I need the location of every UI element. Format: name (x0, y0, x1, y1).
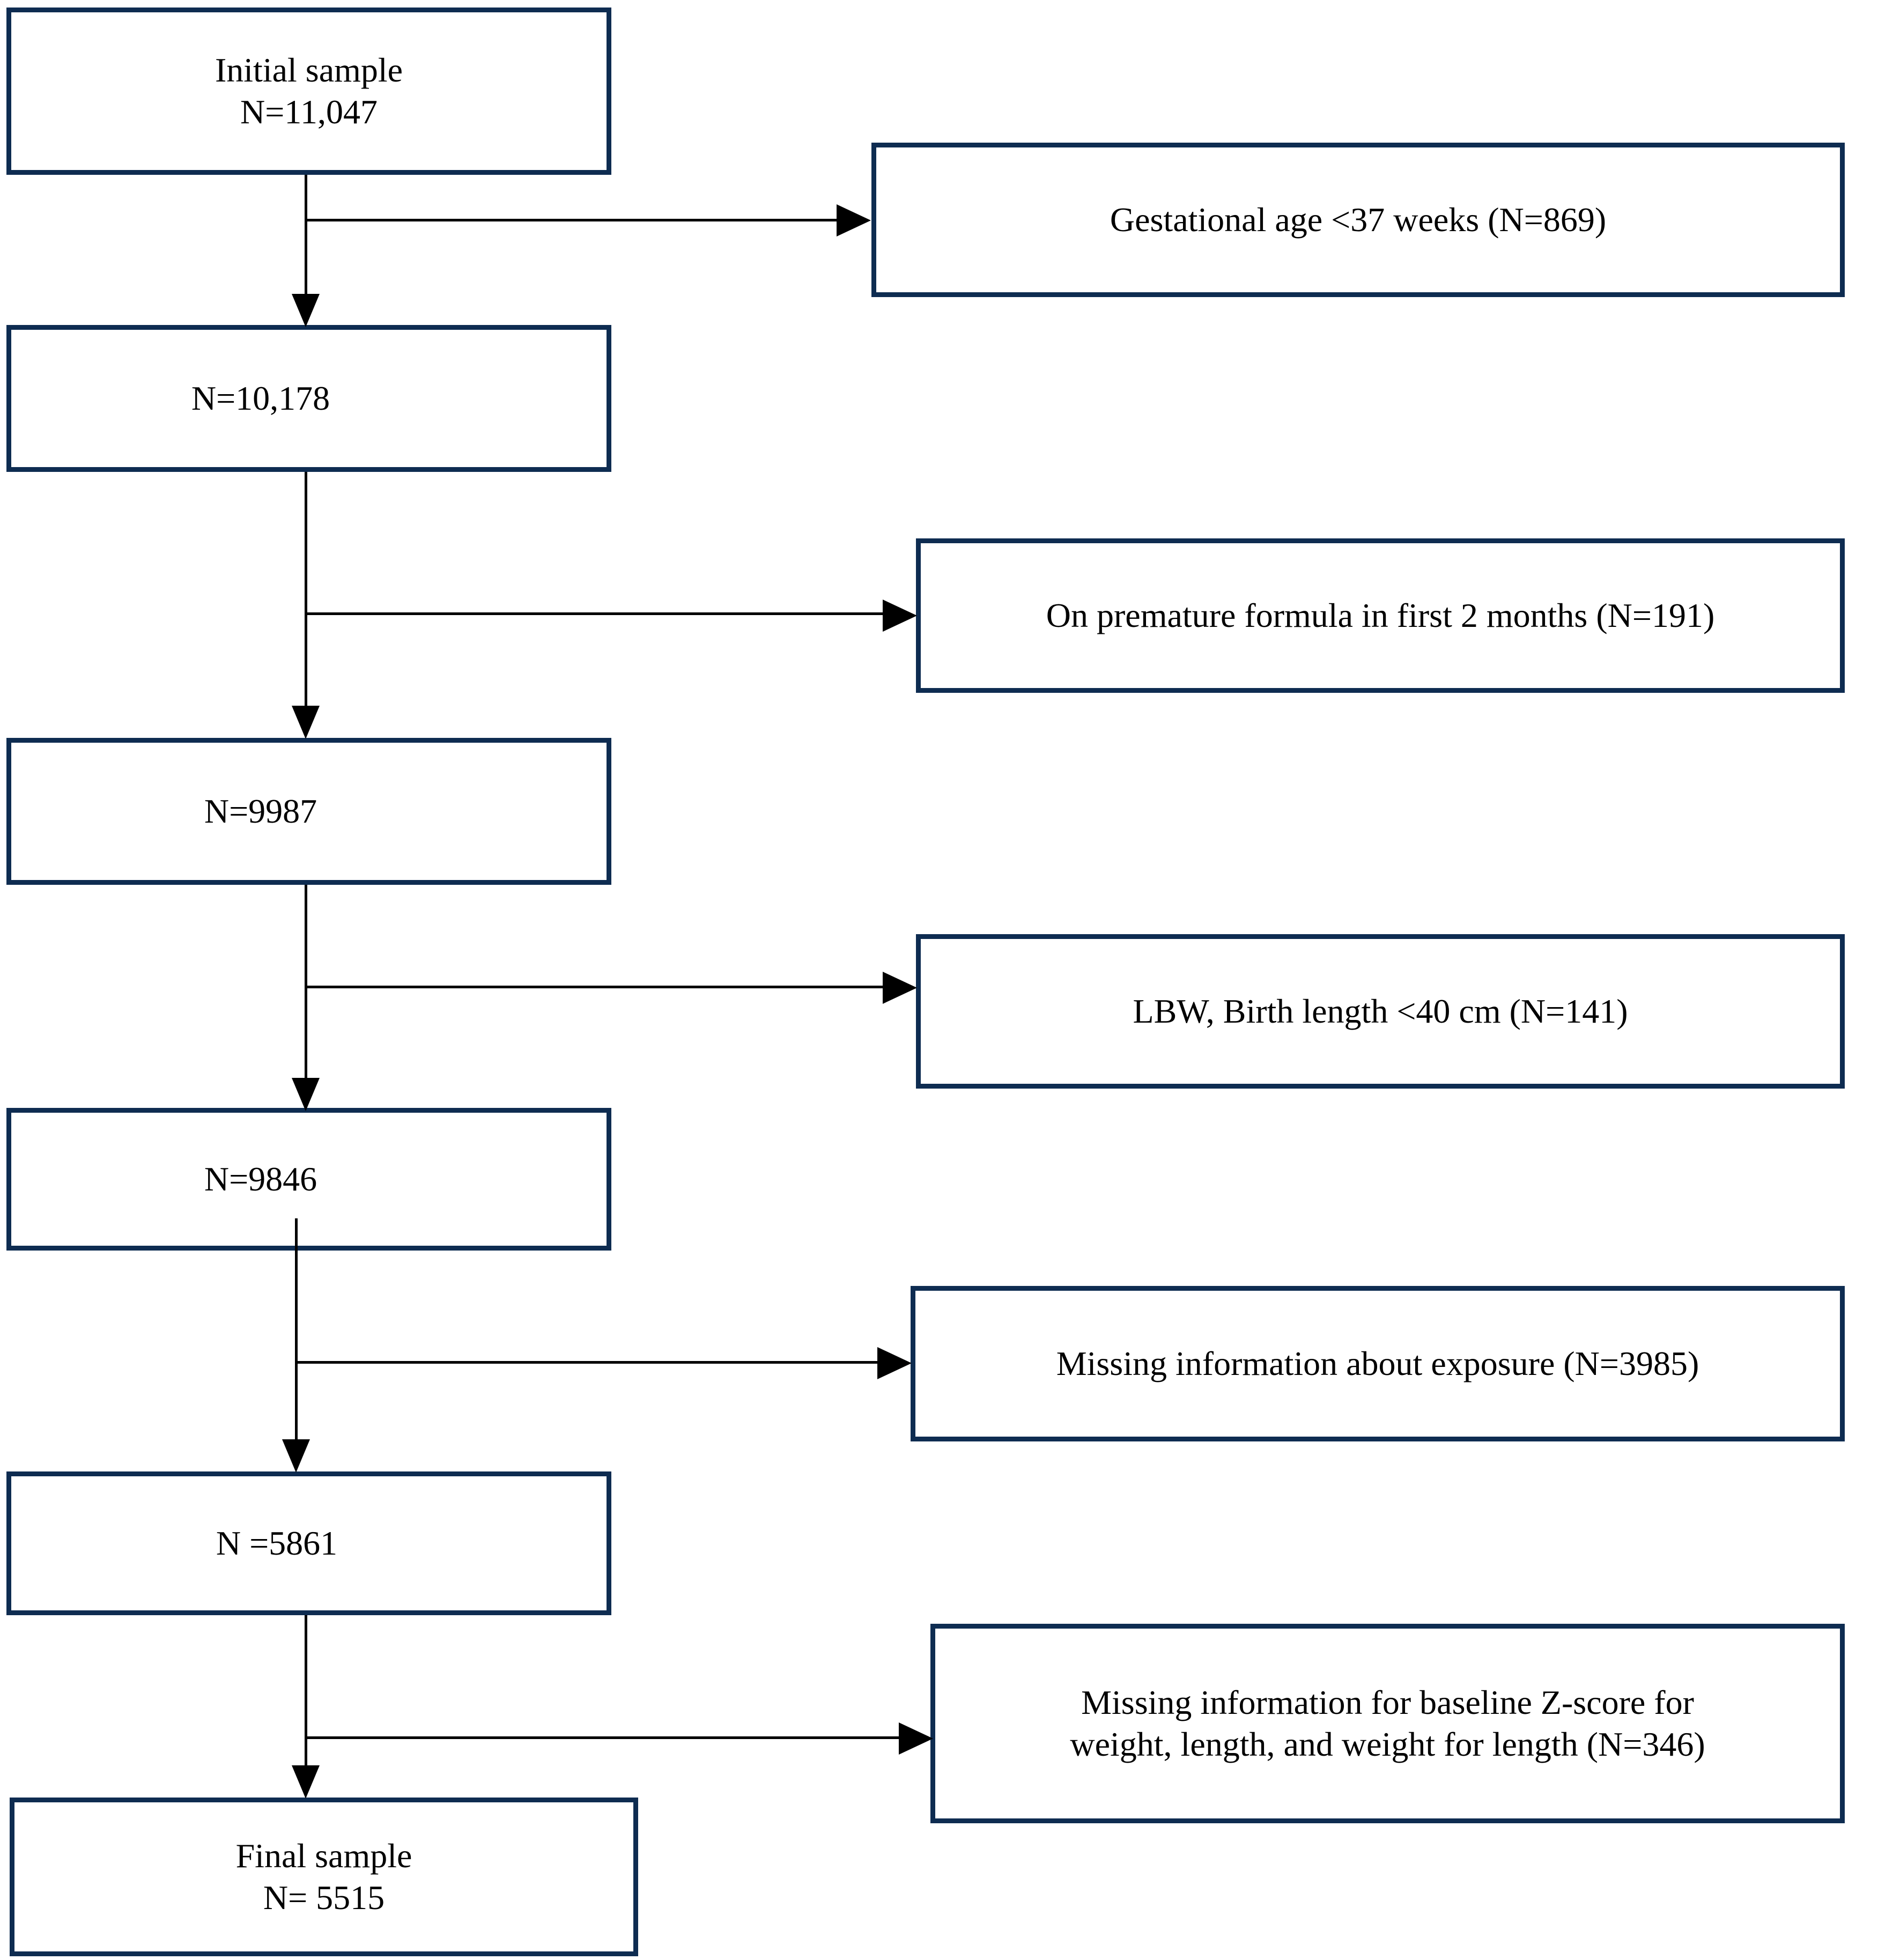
connector-after-exposure-to-final (305, 1615, 307, 1771)
arrowhead-branch-gestational-age (837, 204, 871, 236)
node-excluded-premature-formula-label: On premature formula in first 2 months (… (1046, 596, 1715, 634)
connector-branch-premature-formula (305, 612, 884, 615)
connector-branch-zscore (305, 1736, 900, 1739)
connector-after-lbw-to-after-exposure (295, 1218, 298, 1444)
node-after-gestational-age-label: N=10,178 (191, 379, 330, 417)
node-after-lbw-label: N=9846 (204, 1159, 317, 1198)
connector-after-ga-to-after-pf (305, 472, 307, 711)
arrowhead-after-lbw-to-after-exposure (282, 1439, 310, 1473)
node-excluded-lbw: LBW, Birth length <40 cm (N=141) (916, 934, 1845, 1089)
arrowhead-branch-exposure (877, 1347, 912, 1379)
node-after-lbw: N=9846 (6, 1108, 611, 1251)
arrowhead-branch-zscore (899, 1722, 933, 1755)
connector-branch-exposure (295, 1361, 878, 1364)
arrowhead-after-pf-to-after-lbw (292, 1078, 320, 1111)
arrowhead-branch-lbw (883, 972, 917, 1004)
node-excluded-gestational-age-label: Gestational age <37 weeks (N=869) (1110, 200, 1607, 239)
arrowhead-after-ga-to-after-pf (292, 706, 320, 739)
node-excluded-zscore-label: Missing information for baseline Z-score… (1070, 1683, 1705, 1763)
node-excluded-premature-formula: On premature formula in first 2 months (… (916, 538, 1845, 693)
node-after-exposure: N =5861 (6, 1471, 611, 1615)
node-after-premature-formula: N=9987 (6, 738, 611, 885)
connector-branch-gestational-age (305, 219, 838, 221)
node-final-sample: Final sample N= 5515 (10, 1798, 638, 1956)
node-after-gestational-age: N=10,178 (6, 325, 611, 472)
node-final-sample-label: Final sample N= 5515 (235, 1836, 412, 1917)
node-initial-sample: Initial sample N=11,047 (6, 8, 611, 175)
node-after-exposure-label: N =5861 (216, 1523, 338, 1562)
node-after-premature-formula-label: N=9987 (204, 792, 317, 830)
node-excluded-exposure: Missing information about exposure (N=39… (911, 1286, 1845, 1441)
connector-after-pf-to-after-lbw (305, 885, 307, 1084)
node-excluded-exposure-label: Missing information about exposure (N=39… (1056, 1344, 1699, 1382)
node-initial-sample-label: Initial sample N=11,047 (215, 50, 403, 131)
node-excluded-gestational-age: Gestational age <37 weeks (N=869) (871, 143, 1845, 297)
arrowhead-after-exposure-to-final (292, 1765, 320, 1799)
arrowhead-branch-premature-formula (883, 600, 917, 632)
connector-initial-to-after-ga (305, 175, 307, 299)
arrowhead-initial-to-after-ga (292, 294, 320, 327)
node-excluded-zscore: Missing information for baseline Z-score… (930, 1624, 1845, 1823)
connector-branch-lbw (305, 986, 884, 988)
node-excluded-lbw-label: LBW, Birth length <40 cm (N=141) (1133, 992, 1628, 1030)
